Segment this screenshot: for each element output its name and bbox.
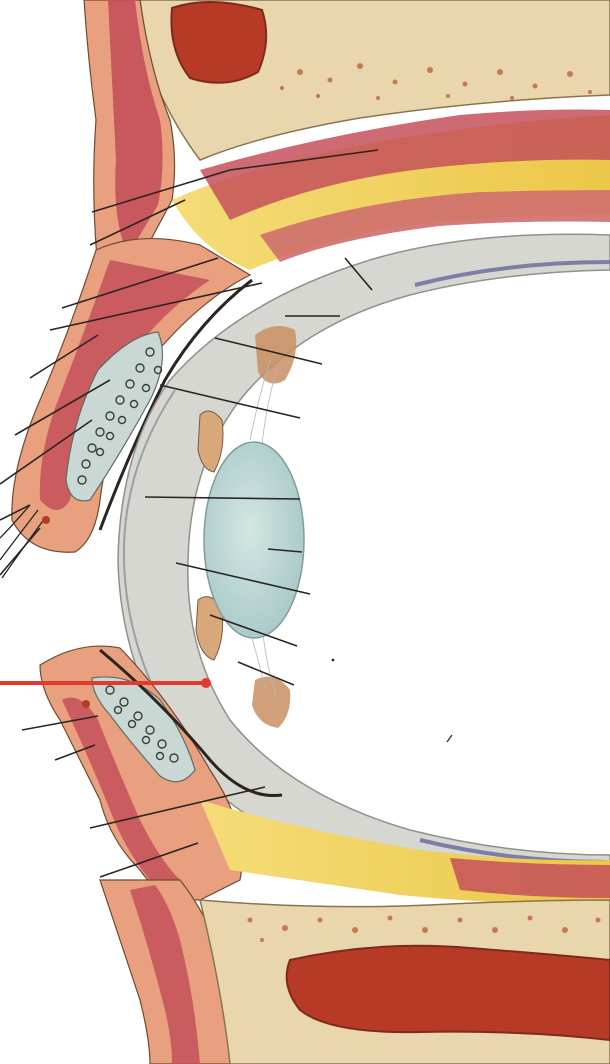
leader-line: [0, 527, 41, 576]
leader-line: [89, 199, 186, 246]
levator-muscle: [200, 109, 610, 220]
leader-line: [14, 379, 111, 436]
leader-line: [49, 282, 263, 331]
frontalis-muscle: [108, 0, 163, 255]
leader-line: [159, 384, 301, 419]
leader-line: [0, 419, 93, 485]
leader-line: [89, 786, 266, 829]
upper-orbit: [83, 0, 610, 292]
tarsal-plate-lower: [91, 676, 196, 783]
upper-conjunctiva: [98, 278, 253, 531]
leader-line: [237, 661, 295, 686]
leader-line: [21, 715, 99, 731]
frontal-sinus: [170, 1, 268, 84]
meibomian-glands-lower: [105, 685, 179, 763]
leader-line: [229, 149, 379, 171]
lower-conjunctiva: [99, 648, 283, 798]
leader-line: [0, 504, 31, 521]
leader-line: [175, 562, 311, 595]
maxillary-sinus: [285, 944, 610, 1042]
lower-lid-vessel: [82, 700, 90, 708]
red-pointer-line[interactable]: [0, 678, 211, 688]
leader-line: [214, 337, 323, 365]
leader-line: [267, 548, 303, 553]
leader-line: [61, 257, 219, 309]
eyeball: [117, 233, 610, 906]
lens: [203, 441, 305, 639]
leader-lines: [0, 149, 379, 878]
ciliary-body-lower: [252, 676, 291, 728]
stray-mark: [331, 658, 335, 662]
cheek-muscle: [130, 885, 200, 1064]
iris-lower: [195, 596, 224, 661]
lower-eyelid: [39, 645, 283, 901]
inferior-rectus: [450, 858, 610, 898]
leader-line: [99, 842, 199, 878]
meibomian-glands-upper: [77, 347, 163, 485]
red-pointer-dot: [201, 678, 211, 688]
ciliary-body-upper: [255, 326, 297, 384]
orbicularis-lower: [62, 697, 180, 880]
lower-orbit: [99, 800, 610, 1064]
lower-marrow: [247, 915, 601, 942]
leader-line: [344, 257, 373, 291]
leader-line: [144, 496, 301, 500]
iris-upper: [197, 410, 224, 473]
superior-rectus: [260, 190, 610, 262]
choroid: [414, 260, 610, 864]
leader-line: [91, 169, 231, 213]
leader-line: [54, 744, 96, 761]
upper-lid-vessel: [42, 516, 50, 524]
leader-line: [209, 614, 298, 647]
leader-line: [29, 334, 99, 379]
upper-marrow: [280, 63, 592, 100]
upper-eyelid: [0, 237, 253, 579]
stray-mark: [446, 734, 453, 743]
